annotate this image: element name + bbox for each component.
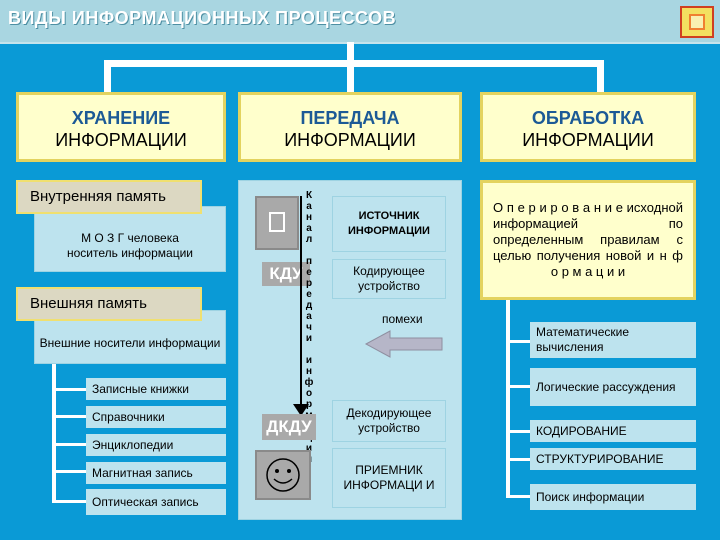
channel-letter: л xyxy=(305,234,313,245)
source-icon xyxy=(269,212,285,232)
storage-link-2 xyxy=(52,415,86,418)
branch-left xyxy=(104,60,111,92)
processing-item-structuring: СТРУКТУРИРОВАНИЕ xyxy=(530,448,696,470)
receiver-box: ПРИЕМНИК ИНФОРМАЦИ И xyxy=(332,448,446,508)
processing-item-math: Математические вычисления xyxy=(530,322,696,358)
channel-letter: а xyxy=(306,311,312,322)
storage-item-optical: Оптическая запись xyxy=(86,489,226,515)
branch-right xyxy=(597,60,604,92)
channel-letter: о xyxy=(305,388,313,399)
home-icon xyxy=(689,14,705,30)
transfer-header-title: ПЕРЕДАЧА xyxy=(300,108,400,128)
storage-list-spine xyxy=(52,364,56,502)
channel-letter: а xyxy=(306,223,312,234)
channel-line xyxy=(300,196,302,412)
internal-memory-desc: М О З Г человека носитель информации xyxy=(34,206,226,272)
channel-letter: е xyxy=(306,267,312,278)
channel-letter: п xyxy=(305,256,313,267)
home-button[interactable] xyxy=(680,6,714,38)
processing-item-search: Поиск информации xyxy=(530,484,696,510)
processing-header-sub: ИНФОРМАЦИИ xyxy=(522,130,654,150)
smiley-icon xyxy=(266,458,300,492)
processing-header: ОБРАБОТКА ИНФОРМАЦИИ xyxy=(480,92,696,162)
channel-letter xyxy=(304,344,314,355)
decoder-abbr: ДКДУ xyxy=(262,414,316,440)
encoder-box: Кодирующее устройство xyxy=(332,259,446,299)
channel-letter: а xyxy=(306,201,312,212)
channel-letter: р xyxy=(305,278,313,289)
page-title: ВИДЫ ИНФОРМАЦИОННЫХ ПРОЦЕССОВ xyxy=(8,8,397,28)
source-box: ИСТОЧНИК ИНФОРМАЦИИ xyxy=(332,196,446,252)
processing-desc: О п е р и р о в а н и е исходной информа… xyxy=(480,180,696,300)
storage-link-3 xyxy=(52,443,86,446)
channel-arrow-head xyxy=(293,404,309,416)
storage-link-1 xyxy=(52,388,86,391)
storage-link-4 xyxy=(52,470,86,473)
storage-item-reference: Справочники xyxy=(86,406,226,428)
storage-item-encyclopedias: Энциклопедии xyxy=(86,434,226,456)
external-memory-tab: Внешняя память xyxy=(16,287,202,321)
storage-link-5 xyxy=(52,500,86,503)
noise-arrow-icon xyxy=(364,330,443,358)
encoder-abbr: КДУ xyxy=(262,262,310,286)
branch-center xyxy=(347,60,354,92)
internal-memory-tab: Внутренняя память xyxy=(16,180,202,214)
noise-label: помехи xyxy=(382,312,423,326)
processing-link-2 xyxy=(506,385,530,388)
processing-link-1 xyxy=(506,340,530,343)
storage-item-notebooks: Записные книжки xyxy=(86,378,226,400)
storage-header-title: ХРАНЕНИЕ xyxy=(71,108,171,128)
decoder-box: Декодирующее устройство xyxy=(332,400,446,442)
channel-letter: и xyxy=(305,333,313,344)
receiver-device xyxy=(255,450,311,500)
channel-letter: р xyxy=(305,399,313,410)
processing-header-title: ОБРАБОТКА xyxy=(531,108,645,128)
root-connector xyxy=(347,42,354,62)
storage-item-magnetic: Магнитная запись xyxy=(86,462,226,484)
channel-letter xyxy=(304,245,314,256)
source-device xyxy=(255,196,299,250)
processing-list-spine xyxy=(506,300,510,498)
storage-header-sub: ИНФОРМАЦИИ xyxy=(55,130,187,150)
channel-letter: д xyxy=(305,300,313,311)
processing-link-4 xyxy=(506,458,530,461)
storage-header: ХРАНЕНИЕ ИНФОРМАЦИИ xyxy=(16,92,226,162)
channel-letter: ф xyxy=(304,377,314,388)
channel-letter: е xyxy=(306,289,312,300)
channel-letter: н xyxy=(305,212,313,223)
processing-item-coding: КОДИРОВАНИЕ xyxy=(530,420,696,442)
branch-bar xyxy=(104,60,604,67)
title-bar xyxy=(0,0,720,42)
channel-letter: К xyxy=(305,190,313,201)
processing-item-logic: Логические рассуждения xyxy=(530,368,696,406)
channel-letter: и xyxy=(305,355,313,366)
transfer-header-sub: ИНФОРМАЦИИ xyxy=(284,130,416,150)
channel-letter: и xyxy=(305,443,313,454)
processing-link-3 xyxy=(506,430,530,433)
channel-letter: ч xyxy=(306,322,312,333)
processing-link-5 xyxy=(506,495,530,498)
channel-letter: н xyxy=(305,366,313,377)
transfer-header: ПЕРЕДАЧА ИНФОРМАЦИИ xyxy=(238,92,462,162)
